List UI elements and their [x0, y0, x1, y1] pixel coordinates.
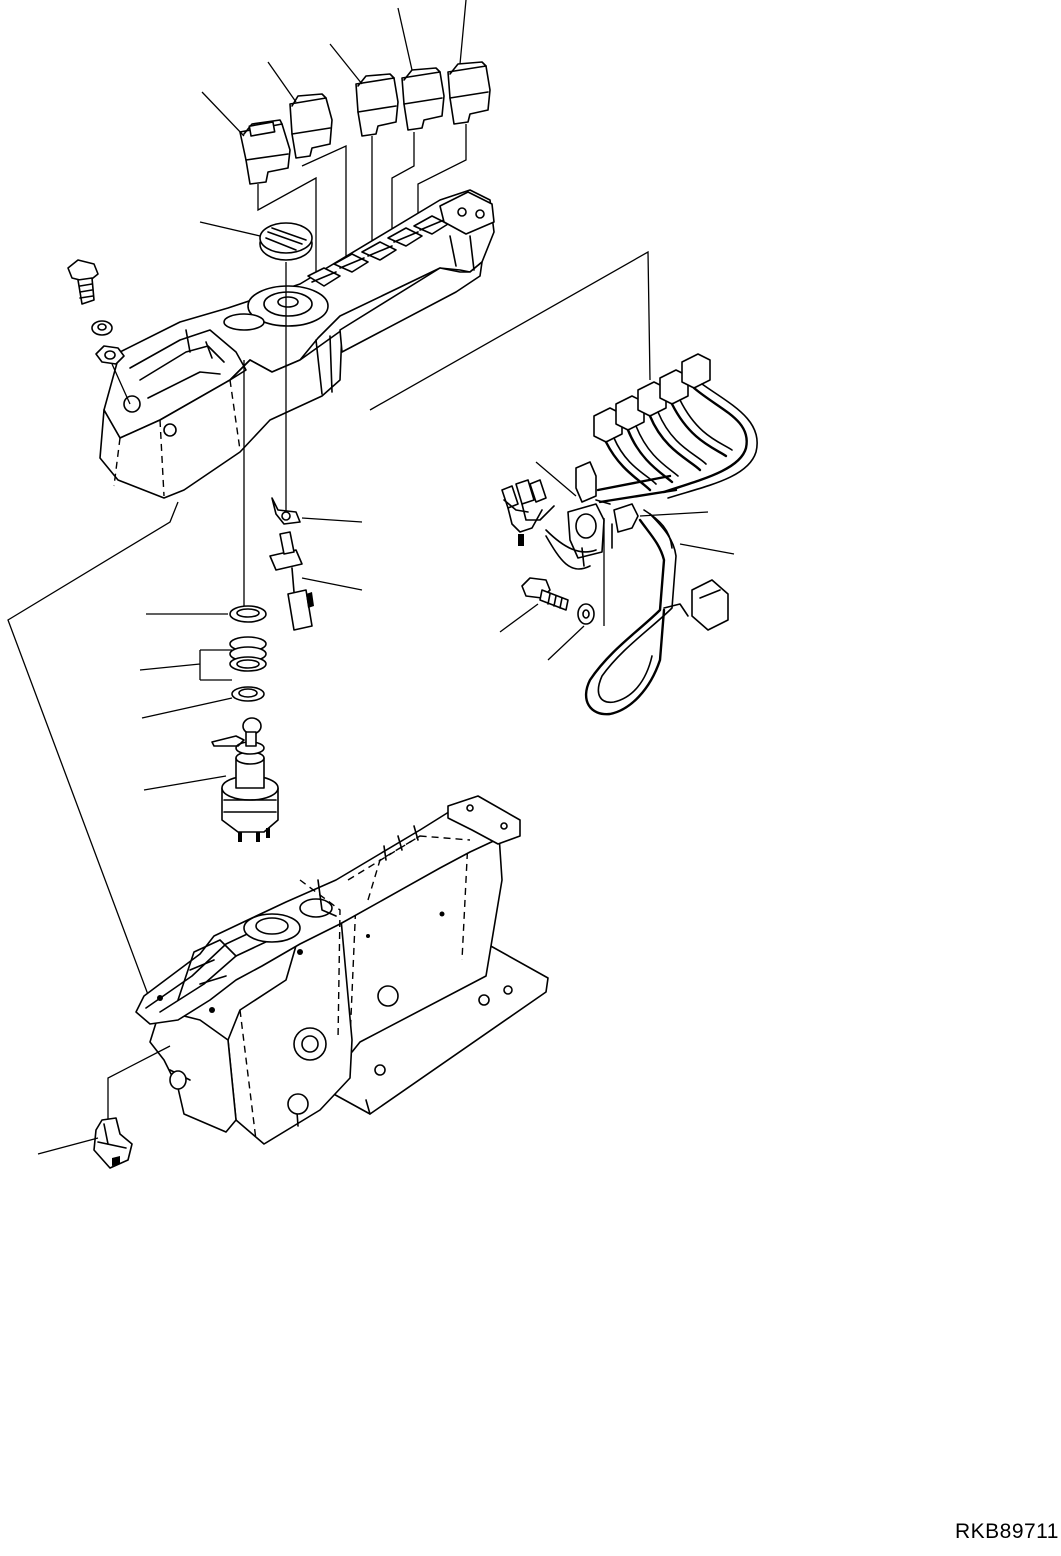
rocker-switch-5 [448, 62, 490, 124]
bolt-harness-mount [522, 578, 568, 610]
wiring-harness [502, 354, 757, 714]
drawing-number: RKB89711 [954, 1520, 1059, 1543]
rocker-switch-4 [402, 68, 444, 130]
key-switch [212, 718, 278, 842]
small-clip [272, 498, 300, 524]
upper-console-cover [100, 190, 494, 498]
bottom-clip [94, 1118, 132, 1168]
connector-with-lead [270, 532, 314, 630]
bolt-top-left [68, 260, 98, 304]
lower-console-base [136, 796, 548, 1144]
rocker-switch-3 [356, 74, 398, 136]
rocker-switch-1 [240, 120, 290, 184]
ring-stack [230, 637, 266, 671]
cap-knob [200, 222, 312, 260]
rocker-switch-2 [290, 94, 332, 158]
nut-top-left [96, 346, 124, 364]
